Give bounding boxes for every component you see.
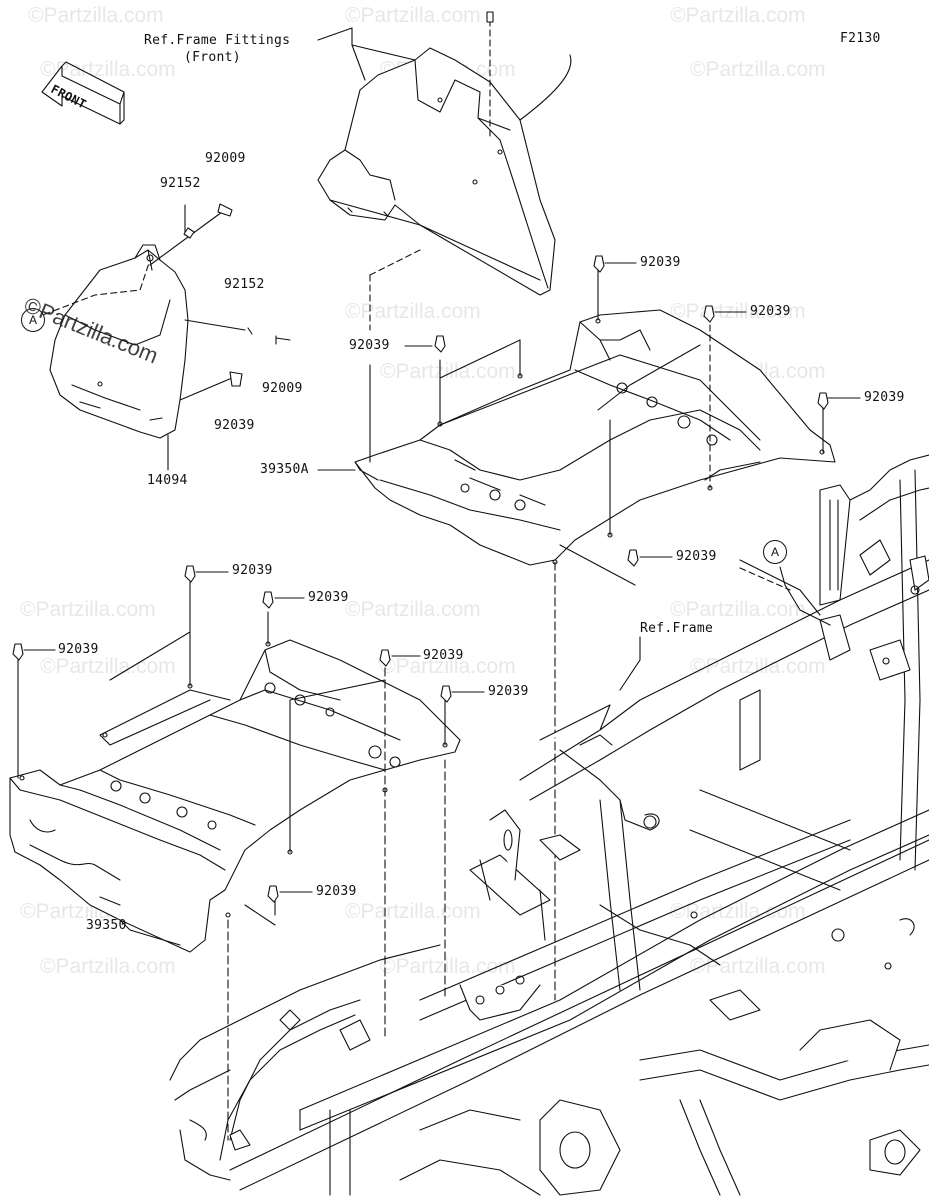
front-arrow-icon: [41, 61, 125, 125]
watermark: ©Partzilla.com: [690, 58, 826, 81]
part-number[interactable]: 92039: [214, 418, 255, 433]
belt-cover-14094: [34, 203, 291, 471]
watermark: ©Partzilla.com: [40, 58, 176, 81]
watermark: ©Partzilla.com: [345, 300, 481, 323]
part-number[interactable]: 14094: [147, 473, 188, 488]
part-number[interactable]: 92039: [864, 390, 905, 405]
watermark: ©Partzilla.com: [690, 955, 826, 978]
part-number[interactable]: 92039: [676, 549, 717, 564]
vehicle-frame: [169, 454, 929, 1196]
part-number[interactable]: 39350: [86, 918, 127, 933]
watermark: ©Partzilla.com: [40, 955, 176, 978]
watermark: ©Partzilla.com: [670, 900, 806, 923]
watermark: ©Partzilla.com: [380, 655, 516, 678]
part-number[interactable]: 92152: [160, 176, 201, 191]
part-number[interactable]: 92039: [349, 338, 390, 353]
part-number[interactable]: 92039: [488, 684, 529, 699]
watermark: ©Partzilla.com: [380, 360, 516, 383]
callout-a: A: [763, 540, 787, 564]
skid-plate-39350: [9, 581, 461, 1141]
part-number[interactable]: 92039: [750, 304, 791, 319]
callout-a: A: [21, 308, 45, 332]
clip-fasteners: [12, 255, 829, 903]
ref-frame-fittings-label: Ref.Frame Fittings: [144, 33, 291, 48]
front-frame-fittings: [317, 11, 572, 331]
skid-plate-39350a: [354, 269, 836, 1001]
watermark: ©Partzilla.com: [380, 955, 516, 978]
watermark: ©Partzilla.com: [345, 900, 481, 923]
ref-frame-label: Ref.Frame: [640, 621, 714, 636]
part-number[interactable]: 92039: [640, 255, 681, 270]
leader-lines: [23, 262, 861, 906]
part-number[interactable]: 92039: [308, 590, 349, 605]
watermark: ©Partzilla.com: [20, 598, 156, 621]
diagram-code: F2130: [840, 31, 881, 46]
watermark: ©Partzilla.com: [345, 598, 481, 621]
ref-frame-fittings-sublabel: (Front): [184, 50, 241, 65]
part-number[interactable]: 92039: [58, 642, 99, 657]
part-number[interactable]: 92009: [262, 381, 303, 396]
part-number[interactable]: 39350A: [260, 462, 309, 477]
watermark: ©Partzilla.com: [670, 598, 806, 621]
part-number[interactable]: 92039: [423, 648, 464, 663]
part-number[interactable]: 92152: [224, 277, 265, 292]
watermark: ©Partzilla.com: [28, 4, 164, 27]
watermark: ©Partzilla.com: [345, 4, 481, 27]
part-number[interactable]: 92009: [205, 151, 246, 166]
watermark: ©Partzilla.com: [690, 655, 826, 678]
watermark: ©Partzilla.com: [670, 4, 806, 27]
part-number[interactable]: 92039: [232, 563, 273, 578]
part-number[interactable]: 92039: [316, 884, 357, 899]
